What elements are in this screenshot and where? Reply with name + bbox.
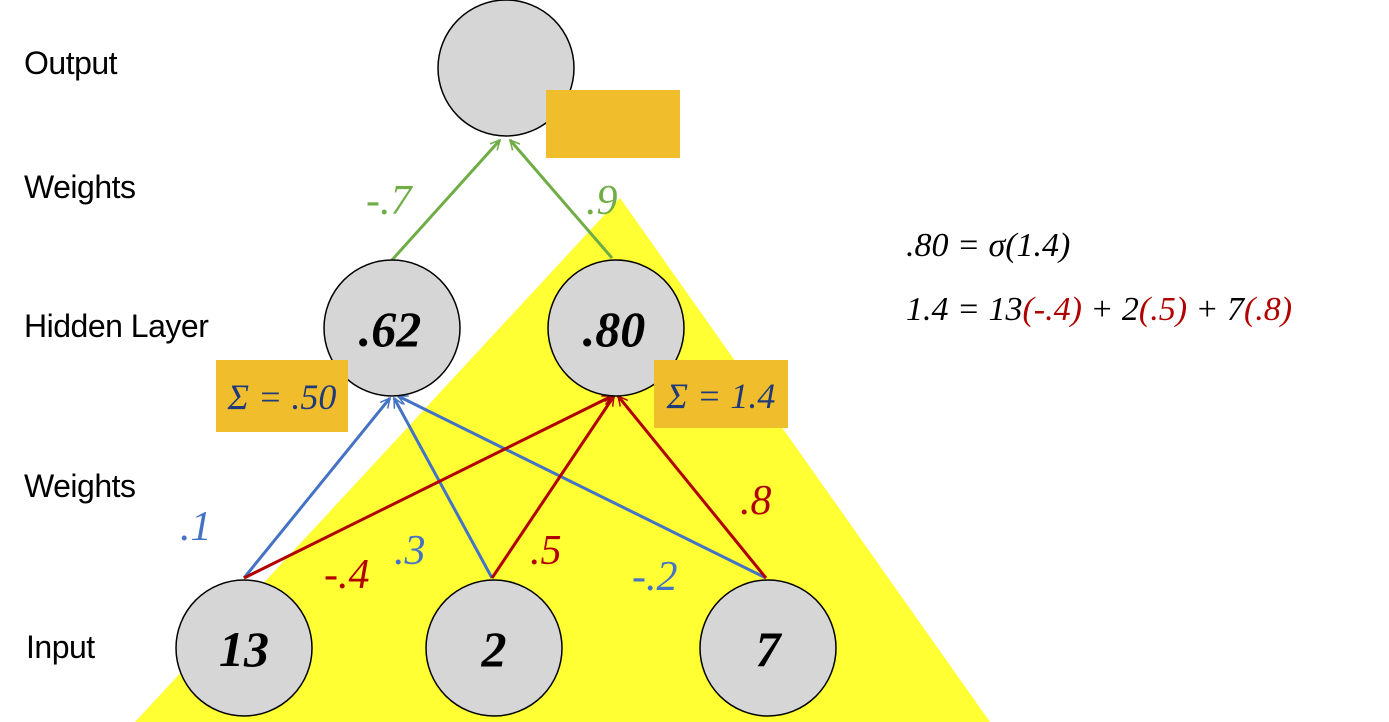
weight-n2-h1: .3 (394, 528, 426, 574)
edge-n3-h2 (616, 396, 768, 579)
input-node-3 (699, 579, 837, 717)
label-input: Input (26, 629, 95, 665)
label-output: Output (24, 45, 118, 81)
input-node-1 (175, 579, 313, 717)
input-node-3-value: 7 (756, 621, 783, 677)
weight-n3-h1: -.2 (632, 554, 678, 600)
weight-n3-h2: .8 (740, 478, 772, 524)
hidden-node-2 (547, 259, 685, 397)
label-weights-bottom: Weights (24, 468, 136, 504)
weight-h1-output: -.7 (366, 178, 413, 224)
edge-n3-h1 (398, 394, 767, 580)
equation-line-1: .80 = σ(1.4) (906, 227, 1070, 264)
weight-n2-h2: .5 (530, 528, 562, 574)
edge-n2-h1 (392, 398, 494, 579)
equation-line-2: 1.4 = 13(-.4) + 2(.5) + 7(.8) (906, 291, 1292, 328)
edge-h1-output (390, 140, 500, 262)
edge-n1-h1 (242, 398, 392, 579)
edge-h2-output (508, 140, 614, 259)
input-node-2-value: 2 (481, 621, 507, 677)
input-node-2 (425, 579, 563, 717)
eq2-part-5: + 7 (1187, 291, 1246, 328)
output-node (437, 0, 575, 137)
weight-n1-h1: .1 (180, 504, 212, 550)
hidden-2-sum-box (654, 360, 788, 428)
edge-n1-h2 (243, 394, 612, 580)
input-node-1-value: 13 (219, 621, 269, 677)
edge-n2-h2 (490, 396, 616, 579)
output-sum-box (546, 90, 680, 158)
hidden-node-1-value: .62 (359, 301, 422, 357)
eq2-part-1: 1.4 = 13 (906, 291, 1022, 328)
eq2-part-3: + 2 (1082, 291, 1139, 328)
label-hidden-layer: Hidden Layer (24, 308, 209, 344)
eq2-part-6: (.8) (1244, 291, 1292, 328)
eq2-part-4: (.5) (1139, 291, 1187, 328)
label-weights-top: Weights (24, 169, 136, 205)
hidden-2-sum: Σ = 1.4 (666, 376, 776, 416)
hidden-node-1 (323, 259, 461, 397)
hidden-node-2-value: .80 (583, 301, 646, 357)
weight-n1-h2: -.4 (324, 552, 370, 598)
hidden-1-sum: Σ = .50 (227, 377, 337, 417)
hidden-1-sum-box (216, 360, 348, 432)
weight-h2-output: .9 (586, 178, 618, 224)
eq2-part-2: (-.4) (1022, 291, 1081, 328)
